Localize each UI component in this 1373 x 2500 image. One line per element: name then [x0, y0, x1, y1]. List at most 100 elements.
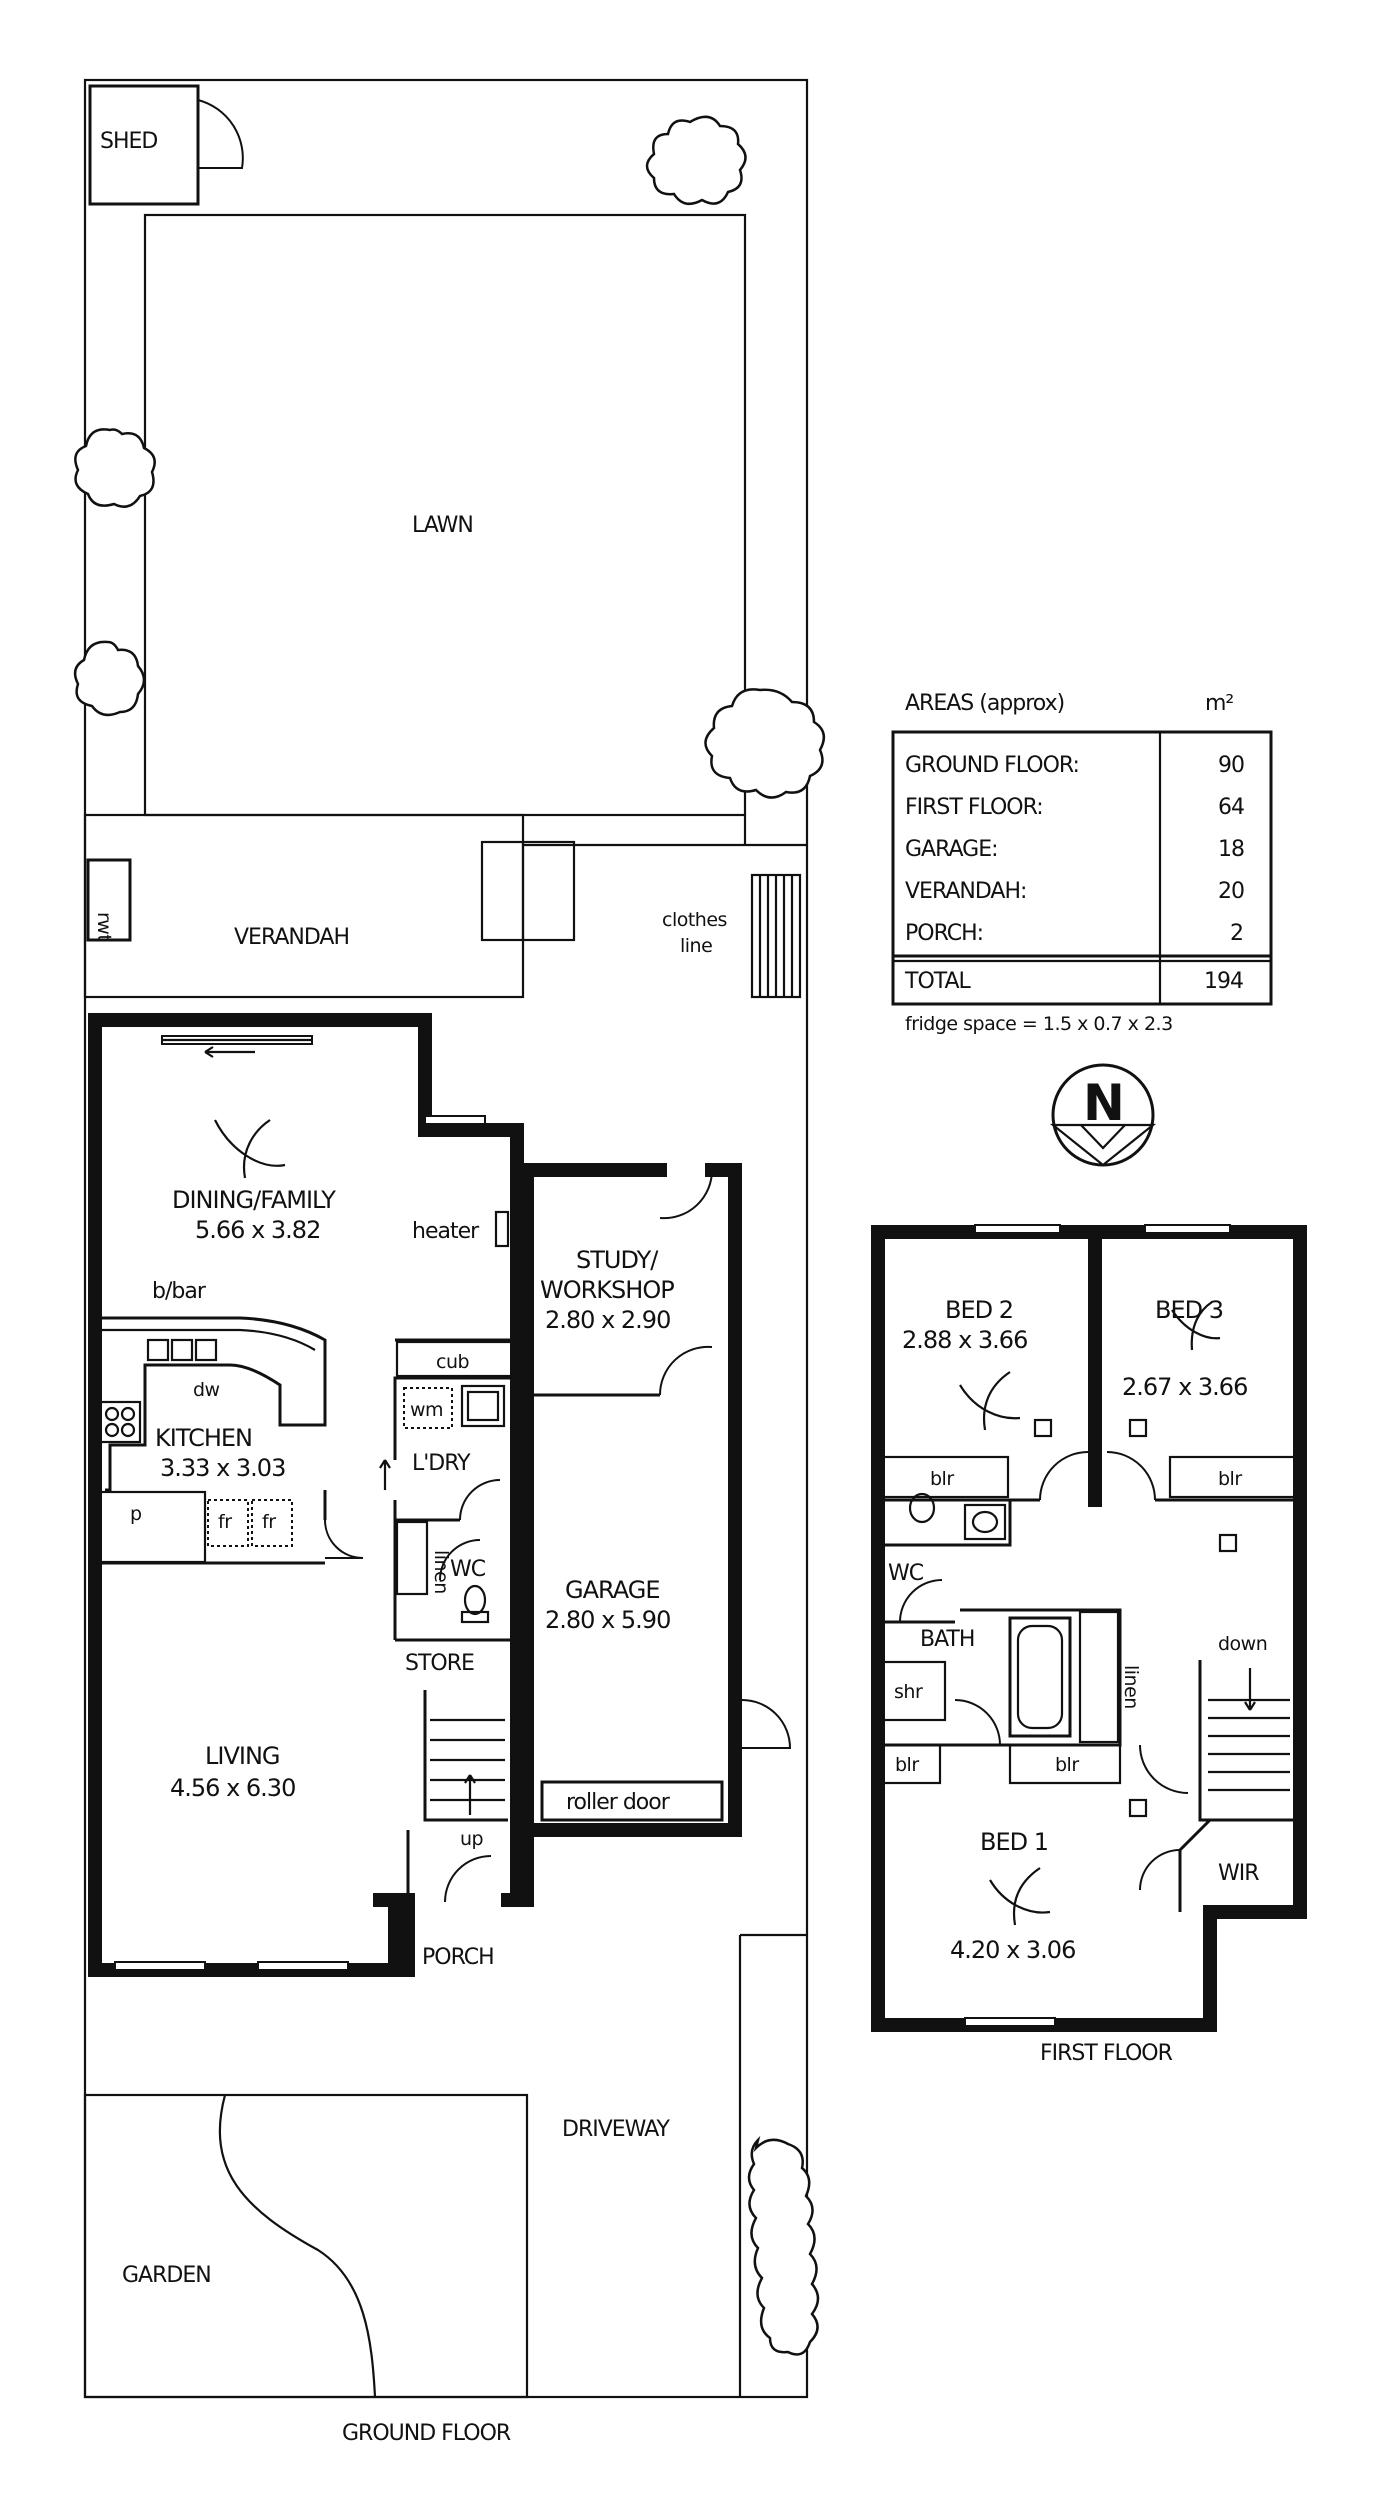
garage-dims: 2.80 x 5.90	[545, 1606, 670, 1634]
kitchen-label: KITCHEN	[155, 1424, 252, 1452]
door-swing	[899, 1579, 943, 1623]
pantry	[93, 1490, 207, 1564]
dining-label: DINING/FAMILY	[172, 1186, 336, 1214]
washing-machine-space	[403, 1387, 453, 1429]
tree-icon	[704, 688, 826, 799]
areas-total-value: 194	[1204, 969, 1243, 994]
linen-cupboard	[395, 1520, 429, 1596]
areas-row-label: FIRST FLOOR:	[905, 795, 1043, 820]
bench-edge	[95, 1328, 316, 1351]
shed-door-swing	[197, 99, 244, 169]
linen-label: linen	[1120, 1665, 1142, 1709]
driveway-label: DRIVEWAY	[562, 2117, 671, 2142]
areas-table-border	[891, 730, 1273, 1006]
fridge-space	[207, 1499, 249, 1547]
door-swing	[439, 1539, 481, 1581]
rainwater-tank	[86, 858, 132, 942]
cupboard	[395, 1340, 517, 1378]
built-in-robe	[878, 1455, 1010, 1499]
garden-area	[83, 2093, 529, 2399]
study-label-2: WORKSHOP	[540, 1276, 674, 1304]
window	[114, 1961, 206, 1971]
clothes-line-label-2: line	[680, 935, 712, 957]
verandah-label: VERANDAH	[234, 925, 349, 950]
linen-cupboard	[1078, 1610, 1120, 1744]
stair-walls	[423, 1690, 508, 1822]
first-floor-plan: blr blr BED 2 2.88 x 3.66 BED 3 2.67 x 3…	[871, 1224, 1307, 2066]
toilet-icon	[908, 1492, 936, 1524]
laundry-tub	[460, 1384, 506, 1428]
lawn-label: LAWN	[412, 513, 473, 538]
study-dims: 2.80 x 2.90	[545, 1306, 670, 1334]
tree-icon	[74, 428, 156, 508]
bathtub-icon	[1008, 1616, 1072, 1738]
shed	[88, 84, 200, 206]
wc-label: WC	[888, 1561, 924, 1586]
window	[964, 2017, 1056, 2027]
roller-door-label: roller door	[566, 1790, 671, 1815]
garden-path	[218, 2094, 377, 2398]
window	[257, 1961, 349, 1971]
store-label: STORE	[405, 1651, 474, 1676]
tree-icon	[645, 115, 747, 206]
stairs-down-label: down	[1218, 1633, 1267, 1655]
bed3-dims: 2.67 x 3.66	[1122, 1373, 1247, 1401]
bed2-label: BED 2	[945, 1296, 1013, 1324]
verandah-post-box	[480, 840, 576, 942]
window	[1144, 1224, 1231, 1234]
first-floor-exterior-wall	[871, 1225, 1307, 2032]
arrow-up-icon	[379, 1459, 391, 1490]
living-label: LIVING	[205, 1742, 280, 1770]
stair-wall	[1198, 1660, 1300, 1822]
cupboard-label: cub	[436, 1351, 469, 1373]
appliance-icon	[194, 1338, 218, 1362]
cooktop-icon	[98, 1400, 142, 1444]
blr-label: blr	[895, 1754, 919, 1776]
clothes-line	[750, 873, 802, 999]
wir-wall	[1178, 1818, 1212, 1912]
window	[424, 1115, 486, 1125]
ground-floor-plan: DINING/FAMILY 5.66 x 3.82 heater b/bar d…	[88, 1013, 792, 2446]
areas-total-label: TOTAL	[904, 969, 972, 994]
kitchen-bench	[95, 1316, 327, 1492]
areas-row-label: GARAGE:	[905, 837, 998, 862]
house-exterior-wall	[88, 1013, 524, 1977]
appliance-icon	[146, 1338, 170, 1362]
washing-machine-label: wm	[410, 1399, 443, 1421]
wc-wall	[878, 1500, 1012, 1547]
kitchen-dims: 3.33 x 3.03	[160, 1454, 285, 1482]
laundry-tub-basin	[466, 1390, 500, 1422]
built-in-robe	[1008, 1745, 1122, 1785]
heater-icon	[494, 1210, 510, 1248]
basin-bowl	[971, 1510, 999, 1534]
areas-unit: m²	[1205, 691, 1233, 716]
toilet-cistern	[460, 1610, 490, 1624]
areas-row-value: 64	[1218, 795, 1244, 820]
vent-icon	[1128, 1418, 1148, 1438]
ground-floor-caption: GROUND FLOOR	[342, 2421, 511, 2446]
door-swing	[324, 1519, 364, 1559]
fridge-note: fridge space = 1.5 x 0.7 x 2.3	[905, 1013, 1173, 1035]
areas-row-value: 18	[1218, 837, 1244, 862]
door-swing	[659, 1169, 714, 1220]
toilet-icon	[463, 1584, 487, 1616]
bathtub-inner	[1016, 1624, 1064, 1730]
bed2-dims: 2.88 x 3.66	[902, 1326, 1027, 1354]
heater-label: heater	[412, 1219, 480, 1244]
first-floor-caption: FIRST FLOOR	[1040, 2041, 1173, 2066]
wc-label: WC	[450, 1557, 486, 1582]
fridge-label: fr	[218, 1511, 232, 1533]
dining-dims: 5.66 x 3.82	[195, 1216, 320, 1244]
appliance-icon	[170, 1338, 194, 1362]
ceiling-fan-icon	[959, 1371, 1021, 1431]
areas-table: AREAS (approx) m² GROUND FLOOR: 90 FIRST…	[891, 691, 1273, 1035]
pantry-label: p	[130, 1503, 142, 1525]
study-label-1: STUDY/	[576, 1246, 659, 1274]
compass-letter: N	[1083, 1074, 1125, 1132]
rwt-label: rwt	[93, 912, 115, 941]
laundry-label: L'DRY	[412, 1451, 471, 1476]
built-in-robe	[1168, 1455, 1300, 1499]
verandah-area	[83, 813, 525, 999]
bed1-label: BED 1	[980, 1828, 1048, 1856]
blr-label: blr	[1218, 1468, 1242, 1490]
